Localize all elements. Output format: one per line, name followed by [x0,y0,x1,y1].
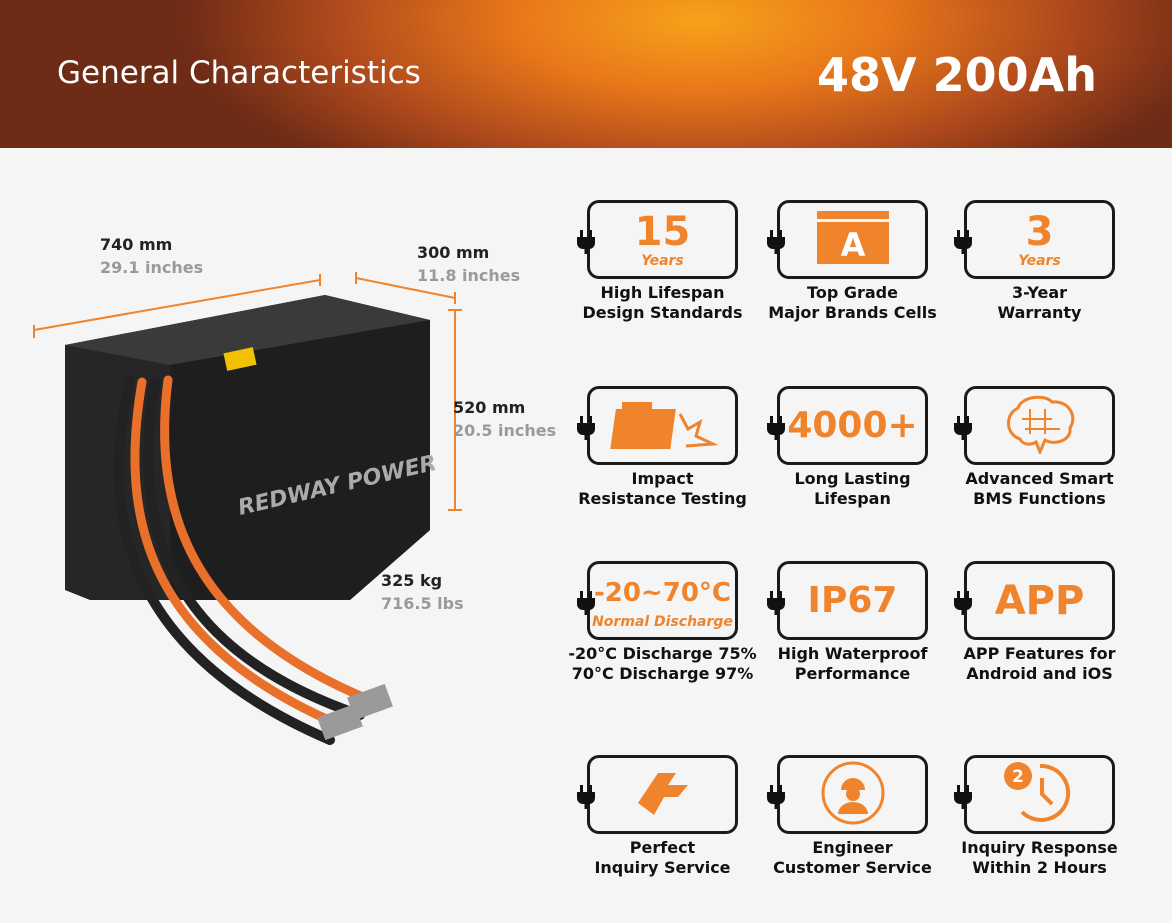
plug-icon [575,785,597,809]
battery-spec: 48V 200Ah [817,48,1097,102]
feature-box [587,386,738,465]
feature-box [587,755,738,834]
feature-label: -20°C Discharge 75%70°C Discharge 97% [568,644,757,683]
feature-unit: Years [1018,252,1061,269]
impact-icon [608,394,719,458]
plug-icon [575,416,597,440]
feature-box: A [777,200,928,279]
feature-box: 4000+ [777,386,928,465]
feature-value: APP [994,577,1085,624]
grade-a-battery-icon: A [815,210,891,269]
plug-icon [765,785,787,809]
feature-value: 3 [1025,208,1054,255]
engineer-icon [820,760,886,830]
feature-unit: Years [641,252,684,269]
plug-icon [575,591,597,615]
feature-box: 2 [964,755,1115,834]
svg-text:2: 2 [1012,767,1024,787]
feature-value: -20~70°C [593,577,732,608]
svg-text:A: A [840,226,865,264]
brain-chip-icon [1000,394,1080,458]
feature-box: IP67 [777,561,928,640]
plug-icon [575,230,597,254]
plug-icon [952,785,974,809]
feature-value: IP67 [807,579,898,621]
plug-icon [765,591,787,615]
feature-value: 15 [634,208,691,255]
feature-value: 4000+ [787,404,918,446]
plug-icon [765,230,787,254]
page-title: General Characteristics [57,55,421,91]
battery-image: REDWAY POWER [33,272,462,745]
feature-unit: Normal Discharge [592,613,733,630]
header-banner: General Characteristics 48V 200Ah [0,0,1172,148]
clock-2-icon: 2 [1000,760,1080,830]
plug-icon [952,591,974,615]
handshake-icon [628,763,698,827]
feature-box: APP [964,561,1115,640]
feature-box [777,755,928,834]
feature-box: -20~70°C Normal Discharge [587,561,738,640]
plug-icon [952,416,974,440]
plug-icon [765,416,787,440]
feature-box [964,386,1115,465]
plug-icon [952,230,974,254]
